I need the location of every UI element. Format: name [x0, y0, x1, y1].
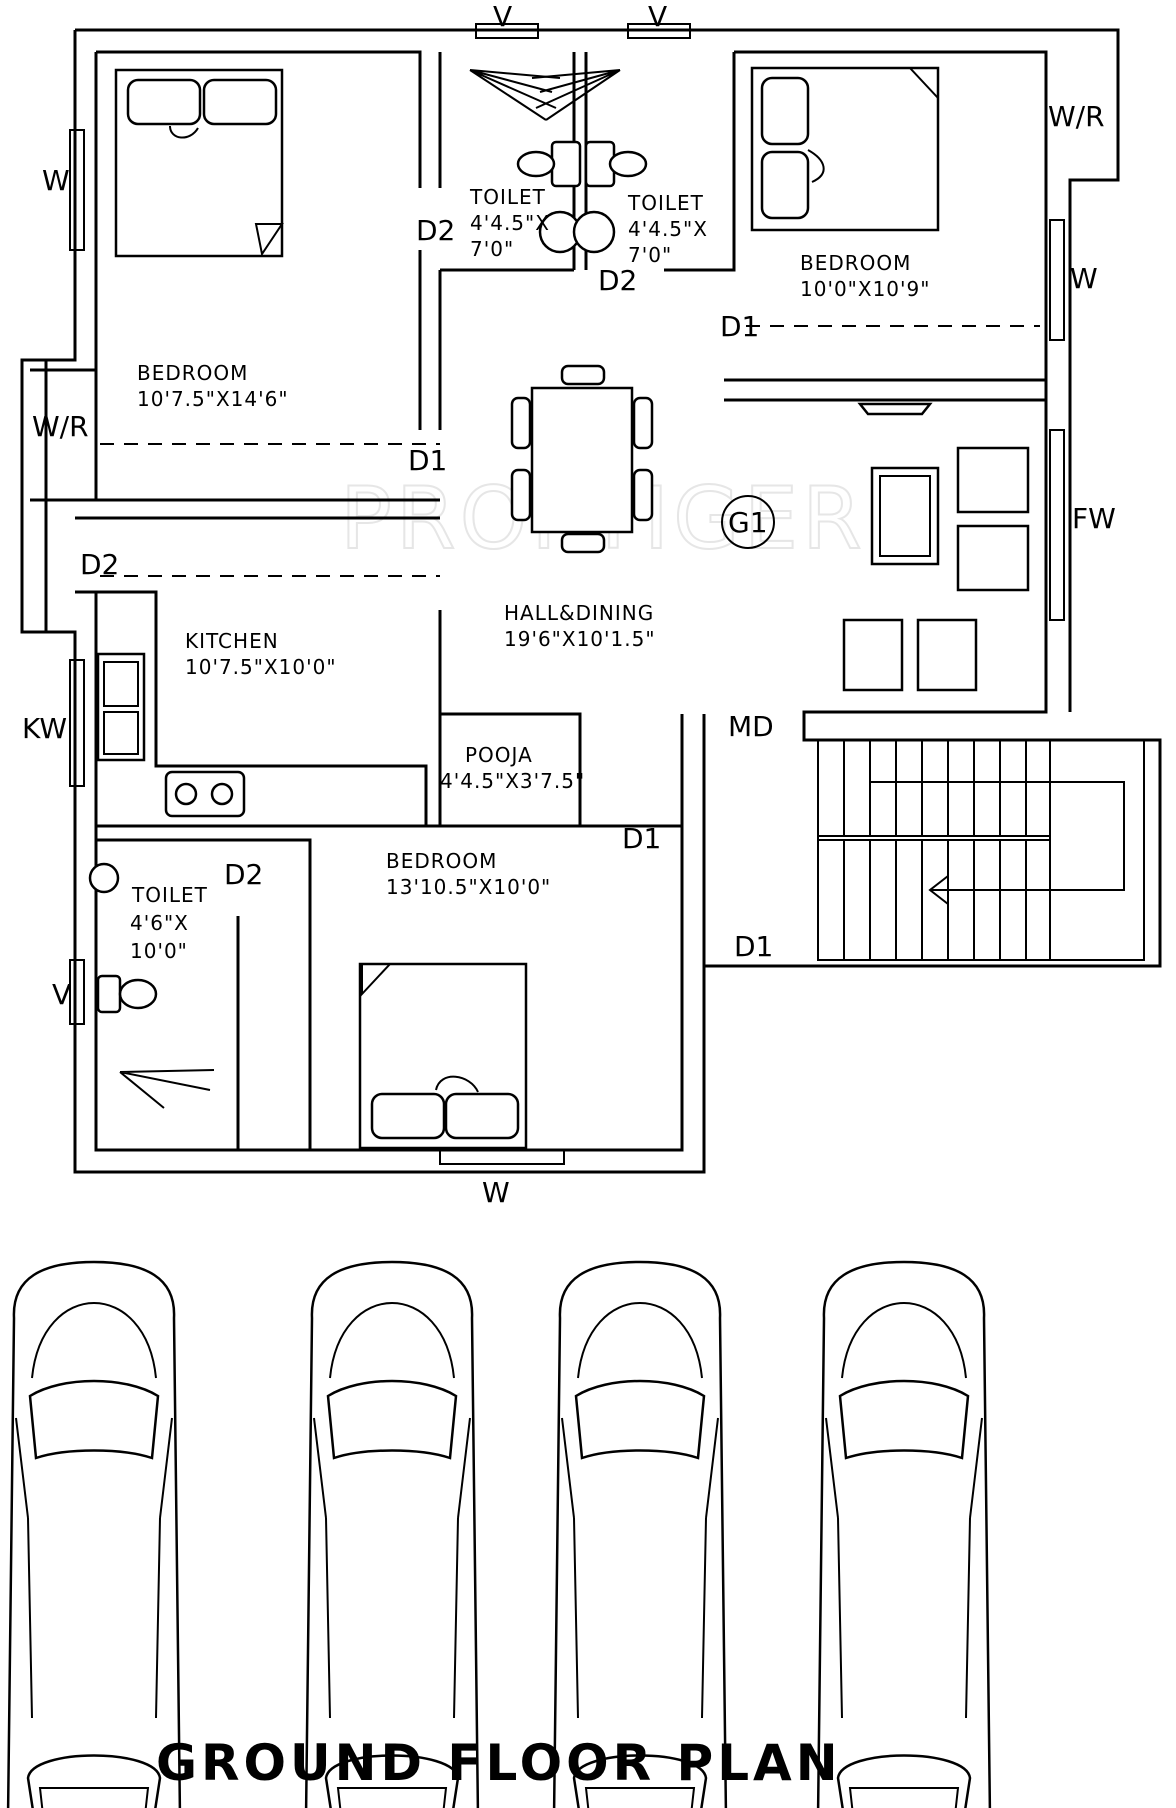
bedroom-bottom-size: 13'10.5"X10'0" — [386, 875, 551, 899]
code-wr-top-right: W/R — [1048, 100, 1105, 133]
car-2 — [304, 1260, 480, 1808]
code-d2-toilet-a: D2 — [416, 214, 455, 247]
bedroom-top-right-name: BEDROOM — [800, 251, 911, 275]
code-d1-stair: D1 — [734, 930, 773, 963]
hall-dining-name: HALL&DINING — [504, 601, 654, 625]
toilet-top-b-size-2: 7'0" — [628, 243, 672, 267]
code-md: MD — [728, 710, 774, 743]
bed-bottom — [358, 962, 528, 1150]
code-wr-left: W/R — [32, 410, 89, 443]
parking-cars — [6, 1260, 992, 1808]
living-furniture — [842, 402, 1030, 692]
outer-walls — [20, 28, 1162, 1174]
code-d2-toilet-b: D2 — [598, 264, 637, 297]
kitchen-counter — [96, 652, 246, 818]
toilet-top-a-size-2: 7'0" — [470, 237, 514, 261]
code-d1-bedroom-right: D1 — [720, 310, 759, 343]
bedroom-top-right-size: 10'0"X10'9" — [800, 277, 930, 301]
window-openings — [69, 23, 1065, 1165]
toilet-fixtures-top — [469, 69, 648, 254]
bed-top-right — [750, 66, 940, 232]
bed-top-left — [114, 68, 284, 258]
toilet-top-b-name: TOILET — [627, 191, 704, 215]
code-d2-toilet-bottom: D2 — [224, 858, 263, 891]
toilet-top-b-size-1: 4'4.5"X — [628, 217, 708, 241]
code-v-top-2: V — [648, 0, 667, 33]
code-d2-kitchen: D2 — [80, 548, 119, 581]
code-v-top-1: V — [493, 0, 512, 33]
pooja-size: 4'4.5"X3'7.5" — [440, 769, 585, 793]
toilet-fixtures-bottom — [88, 862, 215, 1109]
code-w-left-top: W — [42, 164, 70, 197]
code-fw: FW — [1072, 502, 1116, 535]
toilet-top-a-name: TOILET — [469, 185, 546, 209]
kitchen-name: KITCHEN — [185, 629, 279, 653]
plan-title: GROUND FLOOR PLAN — [156, 1734, 842, 1792]
car-1 — [6, 1260, 182, 1808]
door-lines — [100, 325, 1040, 1144]
code-d1-bedroom-bottom: D1 — [622, 822, 661, 855]
toilet-top-a-size-1: 4'4.5"X — [470, 211, 550, 235]
staircase — [817, 739, 1145, 961]
hall-dining-size: 19'6"X10'1.5" — [504, 627, 656, 651]
g1-marker — [721, 495, 775, 549]
car-3 — [552, 1260, 728, 1808]
code-d1-bedroom-left: D1 — [408, 444, 447, 477]
code-kw: KW — [22, 712, 67, 745]
code-v-left-bottom: V — [52, 978, 71, 1011]
dining-table — [510, 364, 654, 554]
toilet-bottom-size-1: 4'6"X — [130, 911, 189, 935]
code-w-bottom: W — [482, 1176, 510, 1209]
bedroom-top-left-name: BEDROOM — [137, 361, 248, 385]
code-g1: G1 — [728, 506, 768, 539]
toilet-bottom-name: TOILET — [131, 883, 208, 907]
code-w-right-top: W — [1070, 262, 1098, 295]
car-4 — [816, 1260, 992, 1808]
pooja-name: POOJA — [465, 743, 533, 767]
bedroom-bottom-name: BEDROOM — [386, 849, 497, 873]
toilet-bottom-size-2: 10'0" — [130, 939, 188, 963]
bedroom-top-left-size: 10'7.5"X14'6" — [137, 387, 289, 411]
kitchen-size: 10'7.5"X10'0" — [185, 655, 337, 679]
